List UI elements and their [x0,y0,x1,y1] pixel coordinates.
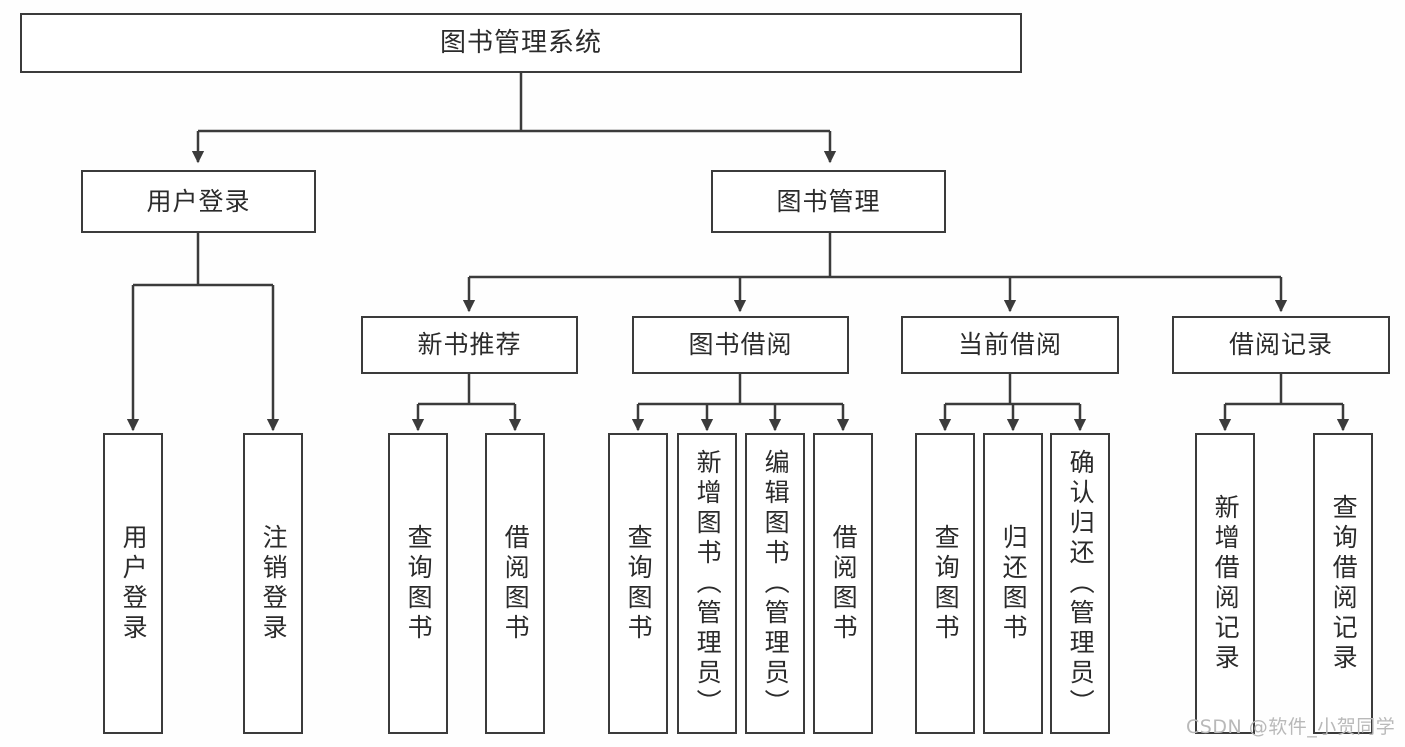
node-new-book-recommend-label: 新书推荐 [417,330,522,360]
node-book-management[interactable]: 图书管理 [711,170,946,233]
watermark: CSDN @软件_小贺同学 [1186,716,1396,738]
node-book-borrow-label: 图书借阅 [688,330,793,360]
leaf-label: 查询借阅记录 [1329,493,1359,674]
leaf-label: 借阅图书 [501,523,531,644]
leaf-label: 确认归还（管理员） [1066,448,1096,719]
leaf-book-borrow-add[interactable]: 新增图书（管理员） [677,433,737,734]
leaf-label: 查询图书 [931,523,961,644]
leaf-label: 借阅图书 [829,523,859,644]
leaf-borrow-record-add[interactable]: 新增借阅记录 [1195,433,1255,734]
leaf-current-borrow-confirm-return[interactable]: 确认归还（管理员） [1050,433,1110,734]
node-book-borrow[interactable]: 图书借阅 [632,316,849,374]
leaf-user-login-logout[interactable]: 注销登录 [243,433,303,734]
leaf-book-borrow-edit[interactable]: 编辑图书（管理员） [745,433,805,734]
leaf-user-login-login[interactable]: 用户登录 [103,433,163,734]
node-new-book-recommend[interactable]: 新书推荐 [361,316,578,374]
leaf-current-borrow-return[interactable]: 归还图书 [983,433,1043,734]
leaf-label: 用户登录 [119,523,149,644]
leaf-new-book-borrow[interactable]: 借阅图书 [485,433,545,734]
leaf-book-borrow-lend[interactable]: 借阅图书 [813,433,873,734]
leaf-label: 新增借阅记录 [1211,493,1241,674]
node-user-login[interactable]: 用户登录 [81,170,316,233]
node-current-borrow[interactable]: 当前借阅 [901,316,1119,374]
leaf-label: 新增图书（管理员） [693,448,723,719]
leaf-label: 查询图书 [624,523,654,644]
node-borrow-record-label: 借阅记录 [1228,330,1333,360]
node-borrow-record[interactable]: 借阅记录 [1172,316,1390,374]
node-user-login-label: 用户登录 [146,186,251,216]
node-root-label: 图书管理系统 [439,27,602,58]
node-root[interactable]: 图书管理系统 [20,13,1022,73]
leaf-borrow-record-query[interactable]: 查询借阅记录 [1313,433,1373,734]
leaf-label: 归还图书 [999,523,1029,644]
leaf-book-borrow-query[interactable]: 查询图书 [608,433,668,734]
leaf-current-borrow-query[interactable]: 查询图书 [915,433,975,734]
leaf-label: 查询图书 [404,523,434,644]
node-current-borrow-label: 当前借阅 [957,330,1062,360]
leaf-new-book-query[interactable]: 查询图书 [388,433,448,734]
leaf-label: 注销登录 [259,523,289,644]
leaf-label: 编辑图书（管理员） [761,448,791,719]
node-book-management-label: 图书管理 [776,186,881,216]
